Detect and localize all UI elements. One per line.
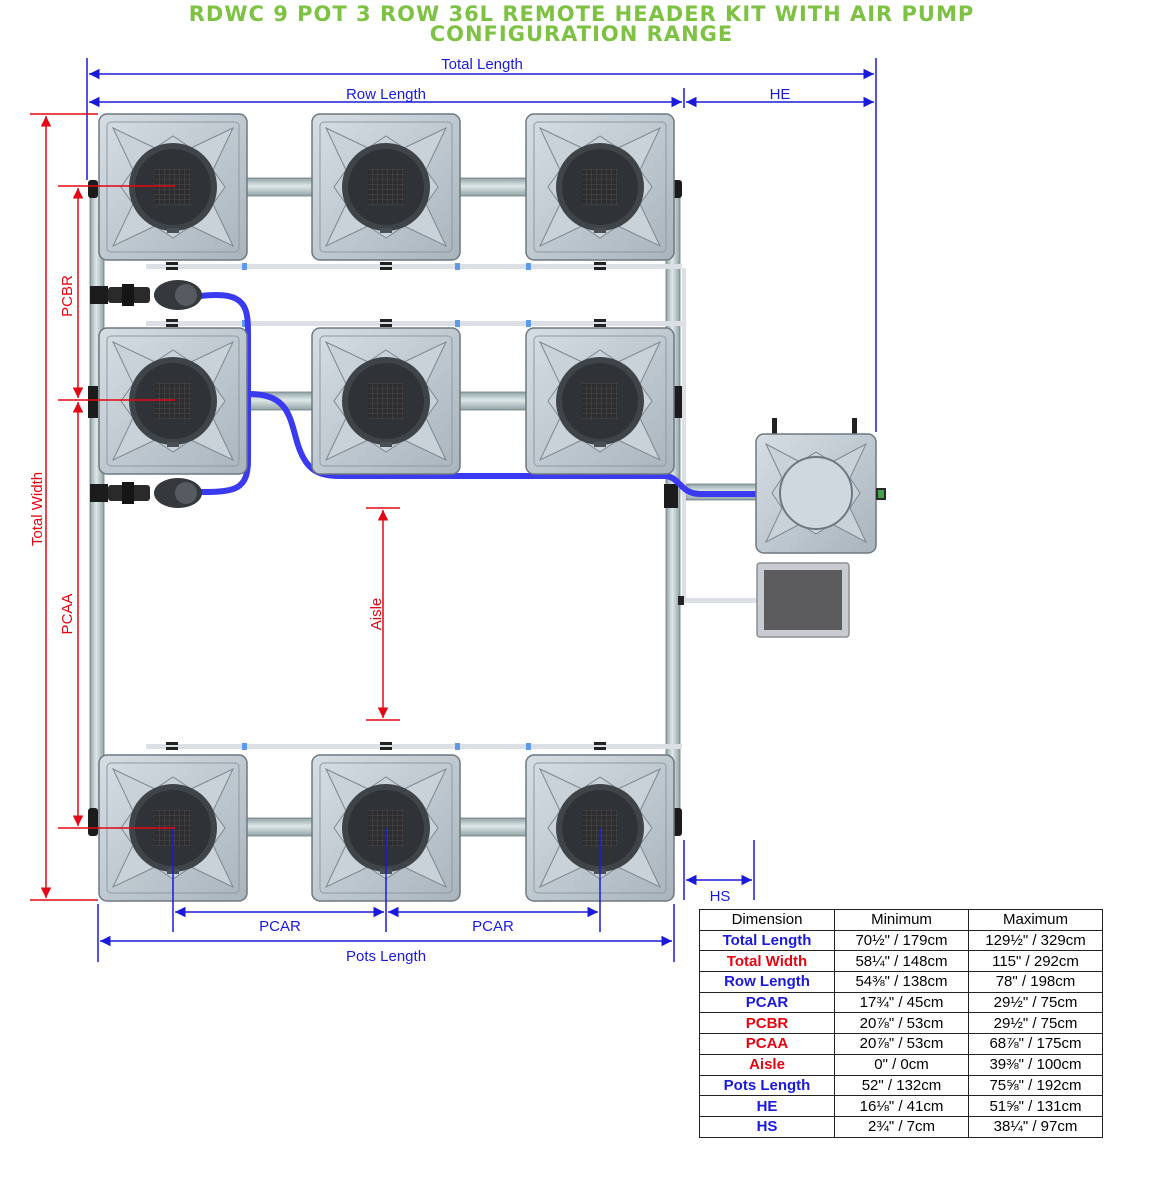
dimension-name: HE xyxy=(699,1095,835,1117)
aisle-label: Aisle xyxy=(368,598,385,631)
plumbing-pipes xyxy=(88,177,759,837)
header-minimum: Minimum xyxy=(834,909,969,931)
dimension-max: 38¼" / 97cm xyxy=(968,1115,1103,1138)
dimension-max: 75⅝" / 192cm xyxy=(968,1074,1103,1097)
dimension-min: 2¾" / 7cm xyxy=(834,1115,969,1138)
return-hose xyxy=(199,291,252,495)
total-width-label: Total Width xyxy=(29,472,46,546)
hs-label: HS xyxy=(710,888,731,905)
pot-r1-c1 xyxy=(98,113,248,261)
pot-r2-c2 xyxy=(311,327,461,475)
pot-r2-c3 xyxy=(525,327,675,475)
pot-r2-c1 xyxy=(98,327,248,475)
pot-r1-c3 xyxy=(525,113,675,261)
dimension-min: 52" / 132cm xyxy=(834,1074,969,1097)
pump-lower xyxy=(90,478,202,508)
total-length-label: Total Length xyxy=(441,56,523,73)
pcbr-label: PCBR xyxy=(59,275,76,317)
header-dimension: Dimension xyxy=(699,909,835,931)
dimension-min: 20⅞" / 53cm xyxy=(834,1033,969,1055)
air-pump-box xyxy=(756,562,850,638)
dimension-min: 70½" / 179cm xyxy=(834,929,969,952)
pcar-label-2: PCAR xyxy=(472,918,514,935)
dimension-max: 68⅞" / 175cm xyxy=(968,1033,1103,1055)
table-header-row: Dimension Minimum Maximum xyxy=(699,909,1103,931)
row-length-label: Row Length xyxy=(346,86,426,103)
dimension-name: PCAR xyxy=(699,991,835,1014)
he-label: HE xyxy=(770,86,791,103)
dimension-min: 16⅛" / 41cm xyxy=(834,1095,969,1117)
dimension-max: 29½" / 75cm xyxy=(968,1012,1103,1035)
dimension-max: 129½" / 329cm xyxy=(968,929,1103,952)
diagram-title-line-2: CONFIGURATION RANGE xyxy=(429,22,734,46)
dimension-min: 17¾" / 45cm xyxy=(834,991,969,1014)
dimension-min: 0" / 0cm xyxy=(834,1053,969,1076)
dimension-lines-blue xyxy=(86,58,877,962)
pot-row-1 xyxy=(98,113,675,261)
dimension-name: Total Width xyxy=(699,950,835,973)
dimension-max: 78" / 198cm xyxy=(968,971,1103,993)
dimension-name: PCAA xyxy=(699,1033,835,1055)
pcaa-label: PCAA xyxy=(59,594,76,635)
dimension-max: 39⅜" / 100cm xyxy=(968,1053,1103,1076)
dimension-max: 51⅝" / 131cm xyxy=(968,1095,1103,1117)
dimension-name: HS xyxy=(699,1115,835,1138)
dimension-min: 20⅞" / 53cm xyxy=(834,1012,969,1035)
dimension-name: Pots Length xyxy=(699,1074,835,1097)
dimension-min: 54⅜" / 138cm xyxy=(834,971,969,993)
dimension-min: 58¼" / 148cm xyxy=(834,950,969,973)
dimension-max: 29½" / 75cm xyxy=(968,991,1103,1014)
dimension-name: Row Length xyxy=(699,971,835,993)
pots-length-label: Pots Length xyxy=(346,948,426,965)
pcar-label-1: PCAR xyxy=(259,918,301,935)
dimension-name: Aisle xyxy=(699,1053,835,1076)
diagram-title-line-1: RDWC 9 POT 3 ROW 36L REMOTE HEADER KIT W… xyxy=(188,2,975,26)
header-maximum: Maximum xyxy=(968,909,1103,931)
pot-row-2 xyxy=(98,327,675,475)
pump-upper xyxy=(90,280,202,310)
dimension-name: PCBR xyxy=(699,1012,835,1035)
pot-r1-c2 xyxy=(311,113,461,261)
header-tank xyxy=(755,418,886,554)
dimension-name: Total Length xyxy=(699,929,835,952)
dimension-max: 115" / 292cm xyxy=(968,950,1103,973)
dimension-lines-red xyxy=(30,113,400,901)
